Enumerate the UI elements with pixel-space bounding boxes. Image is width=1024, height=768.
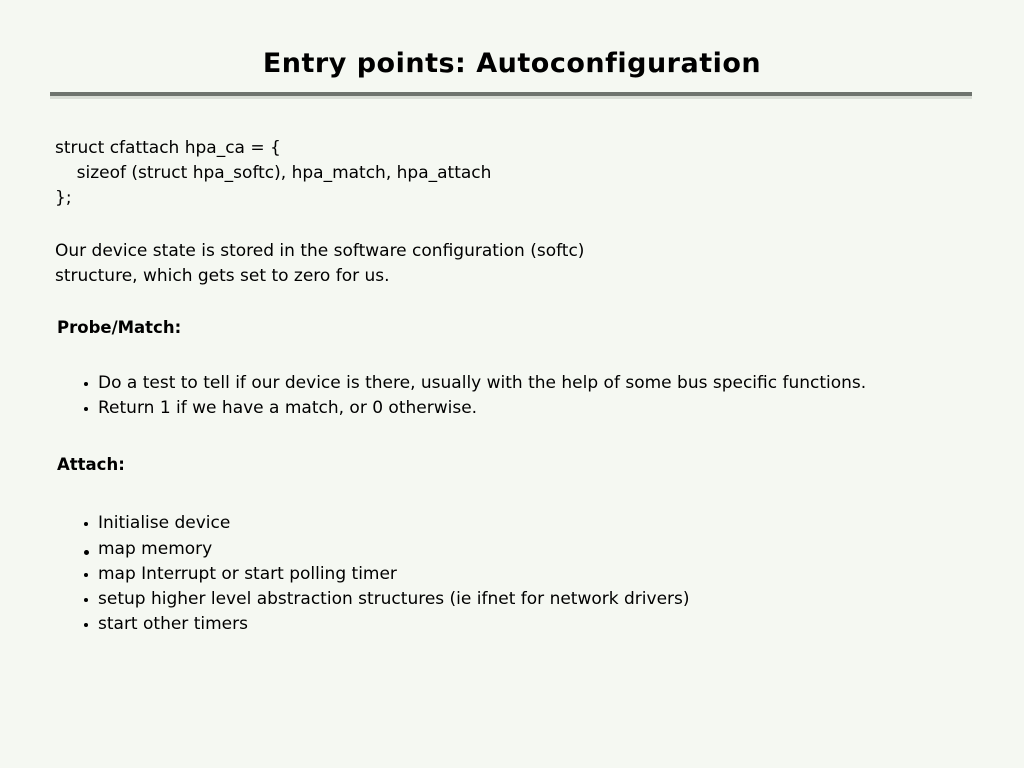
list-item: map Interrupt or start polling timer [84,562,690,587]
page-title: Entry points: Autoconfiguration [262,48,762,79]
list-item: start other timers [84,612,690,637]
list-item: Initialise device [84,511,690,536]
list-item: Return 1 if we have a match, or 0 otherw… [84,396,866,421]
title-divider [50,92,972,96]
probe-match-bullet-list: Do a test to tell if our device is there… [84,371,866,421]
section-heading-probe-match: Probe/Match: [57,318,182,337]
list-item: setup higher level abstraction structure… [84,587,690,612]
paragraph-line-2: structure, which gets set to zero for us… [55,266,390,286]
description-paragraph: Our device state is stored in the softwa… [55,239,584,289]
code-block: struct cfattach hpa_ca = { sizeof (struc… [55,138,492,208]
list-item: map memory [84,536,690,562]
attach-bullet-list: Initialise device map memory map Interru… [84,511,690,637]
section-heading-attach: Attach: [57,455,125,474]
list-item: Do a test to tell if our device is there… [84,371,866,396]
paragraph-line-1: Our device state is stored in the softwa… [55,241,585,261]
